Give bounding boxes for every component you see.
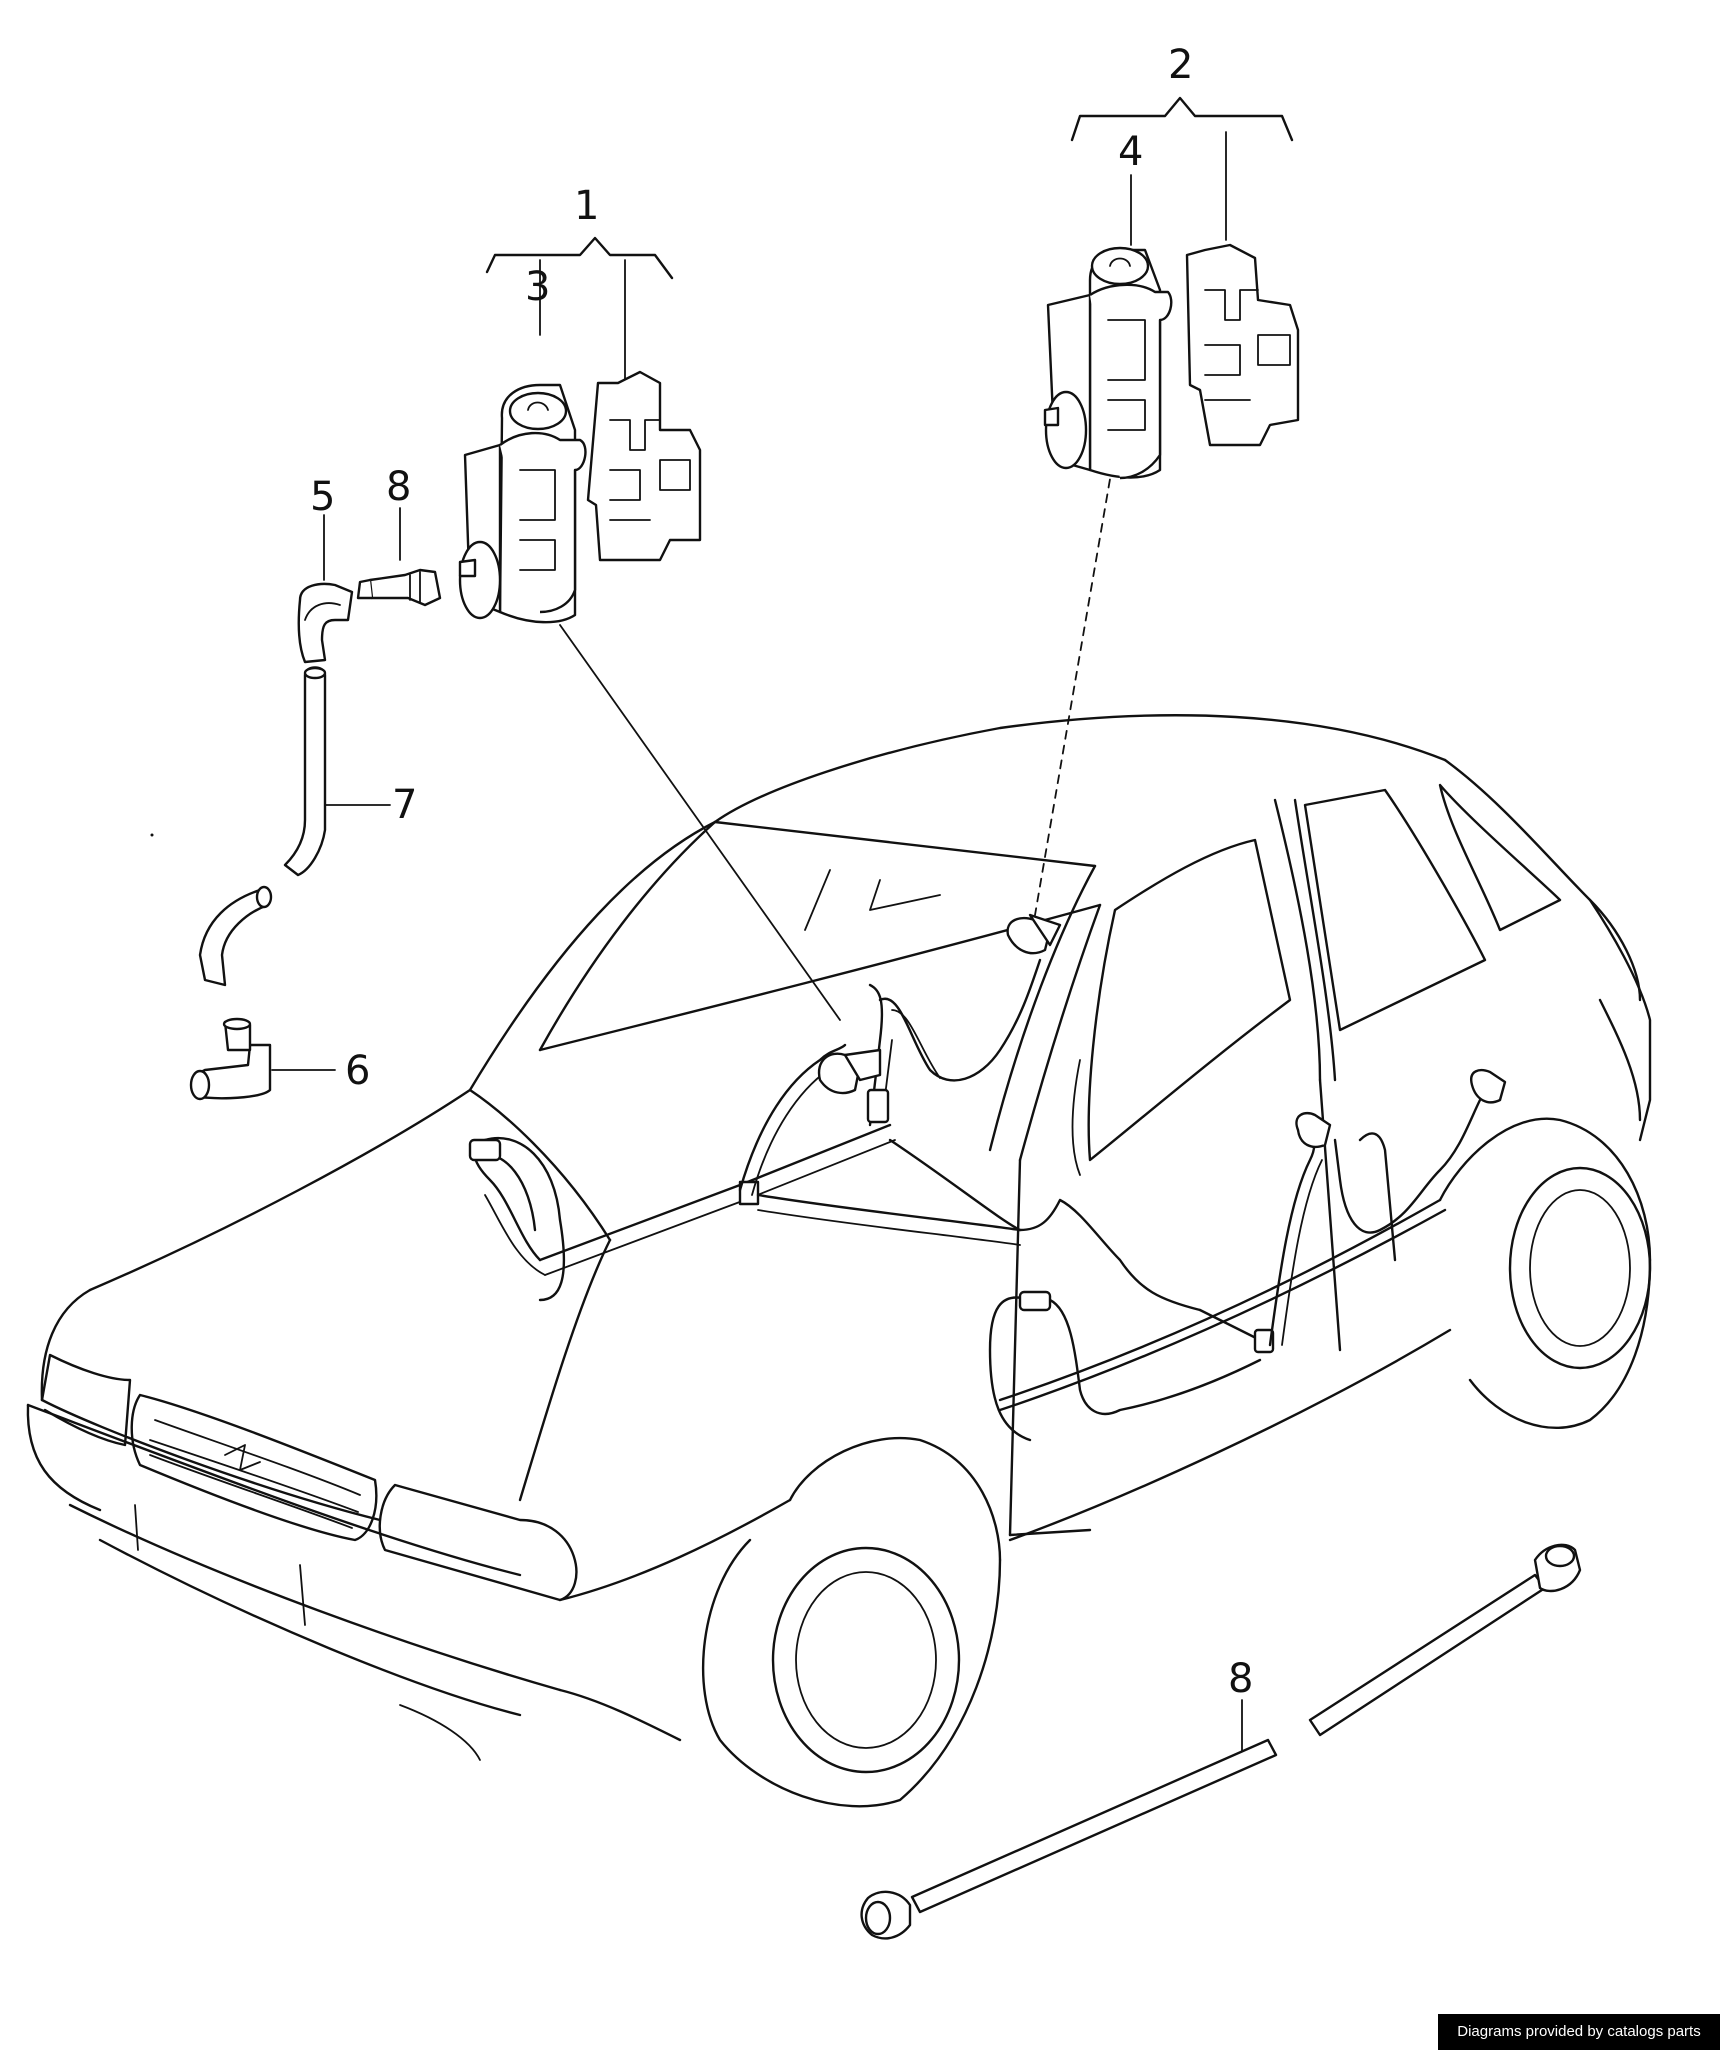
callout-3: 3 bbox=[525, 264, 550, 310]
t-piece-6 bbox=[189, 1017, 336, 1101]
door-lock-actuator-1 bbox=[458, 236, 702, 624]
callout-7: 7 bbox=[392, 782, 417, 828]
stray-dot bbox=[150, 833, 154, 837]
credit-banner: Diagrams provided by catalogs parts bbox=[1438, 2014, 1720, 2050]
car-body bbox=[26, 714, 1652, 1808]
vacuum-line-8 bbox=[860, 1543, 1582, 1940]
callout-8-upper: 8 bbox=[386, 464, 411, 510]
callout-4: 4 bbox=[1118, 129, 1143, 175]
hose-curved bbox=[198, 885, 273, 987]
door-lock-actuator-2 bbox=[1043, 96, 1300, 480]
leader-line-1 bbox=[559, 624, 841, 1021]
callout-5: 5 bbox=[310, 474, 335, 520]
connector-8 bbox=[356, 507, 442, 607]
elbow-hose-5 bbox=[297, 514, 354, 664]
vacuum-line-harness bbox=[468, 913, 1507, 1442]
callout-1: 1 bbox=[574, 183, 599, 229]
leader-line-2 bbox=[1034, 449, 1116, 916]
callout-2: 2 bbox=[1168, 42, 1193, 88]
callout-8-lower: 8 bbox=[1228, 1656, 1253, 1702]
callout-6: 6 bbox=[345, 1048, 370, 1094]
hose-7 bbox=[283, 666, 391, 877]
